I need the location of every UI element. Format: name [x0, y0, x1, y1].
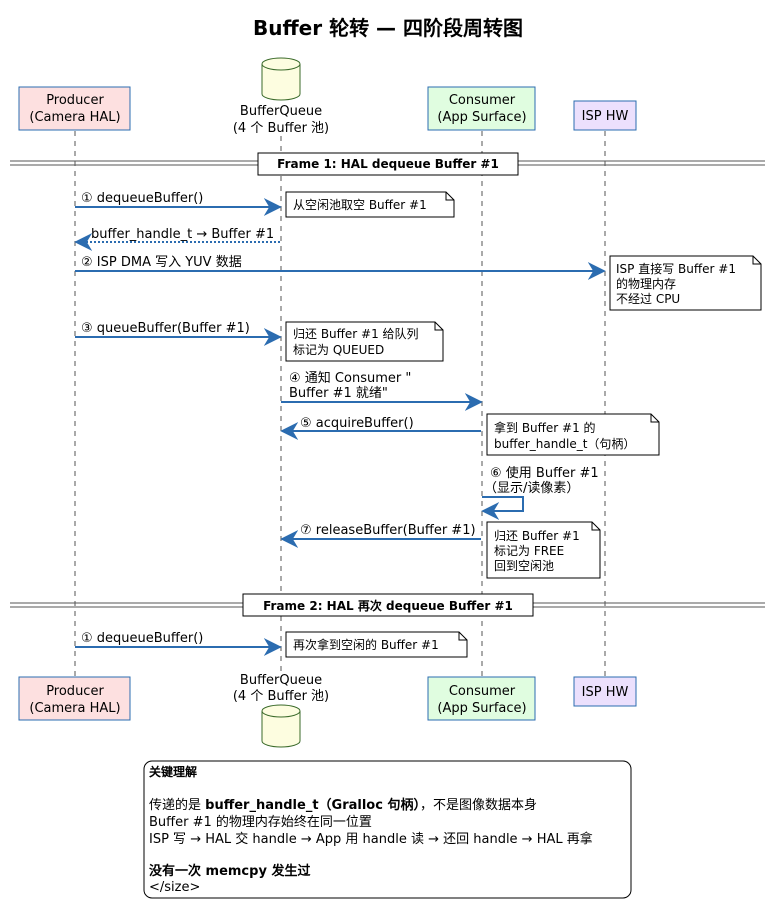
- participant-subtitle: (App Surface): [437, 110, 526, 125]
- message-use-buffer: ⑥ 使用 Buffer #1 （显示/读像素）: [481, 465, 599, 520]
- message-label: ② ISP DMA 写入 YUV 数据: [81, 255, 242, 270]
- participant-name: BufferQueue: [240, 673, 322, 688]
- message-label: ④ 通知 Consumer ": [289, 370, 411, 386]
- message-queue-buffer: ③ queueBuffer(Buffer #1): [75, 321, 282, 346]
- participant-consumer-bottom: Consumer (App Surface): [427, 676, 536, 721]
- summary-line-1-prefix: 传递的是: [149, 797, 205, 813]
- frame-divider-2: Frame 2: HAL 再次 dequeue Buffer #1: [10, 593, 765, 617]
- participant-isp-bottom: ISP HW: [573, 676, 637, 707]
- participant-producer-bottom: Producer (Camera HAL): [18, 676, 131, 721]
- note-text: 再次拿到空闲的 Buffer #1: [293, 637, 439, 652]
- summary-line-3: ISP 写 → HAL 交 handle → App 用 handle 读 → …: [149, 831, 593, 847]
- participant-isp-top: ISP HW: [573, 100, 637, 131]
- message-return-handle: buffer_handle_t → Buffer #1: [74, 227, 280, 251]
- participant-box: [573, 100, 637, 131]
- message-label: ① dequeueBuffer(): [81, 631, 203, 646]
- frame-label: Frame 1: HAL dequeue Buffer #1: [277, 157, 499, 171]
- participant-subtitle: (Camera HAL): [29, 110, 120, 125]
- message-label: ⑤ acquireBuffer(): [300, 416, 414, 431]
- message-label: Buffer #1 就绪": [289, 386, 388, 401]
- note-text: 归还 Buffer #1: [494, 529, 580, 543]
- message-label: （显示/读像素）: [484, 481, 579, 496]
- participant-name: Consumer: [449, 684, 516, 699]
- frame-divider-1: Frame 1: HAL dequeue Buffer #1: [10, 152, 765, 176]
- summary-line-4: 没有一次 memcpy 发生过: [149, 863, 310, 879]
- note-released: 归还 Buffer #1 标记为 FREE 回到空闲池: [486, 521, 601, 579]
- participant-queue-bottom: BufferQueue (4 个 Buffer 池): [233, 673, 329, 748]
- participant-name: BufferQueue: [240, 104, 322, 119]
- participant-name: Producer: [46, 684, 104, 699]
- note-text: 不经过 CPU: [616, 292, 680, 306]
- participant-producer-top: Producer (Camera HAL): [18, 86, 131, 131]
- participant-name: Consumer: [449, 93, 516, 108]
- database-icon: [261, 57, 301, 101]
- diagram-title: Buffer 轮转 — 四阶段周转图: [253, 16, 523, 40]
- participant-box: [18, 86, 131, 131]
- participant-subtitle: (Camera HAL): [29, 701, 120, 716]
- message-dequeue-buffer: ① dequeueBuffer(): [75, 191, 282, 216]
- note-text: 标记为 QUEUED: [293, 343, 384, 357]
- note-isp-write: ISP 直接写 Buffer #1 的物理内存 不经过 CPU: [609, 255, 762, 311]
- note-text: 归还 Buffer #1 给队列: [293, 326, 419, 341]
- message-label: ⑦ releaseBuffer(Buffer #1): [300, 523, 476, 538]
- note-text: 拿到 Buffer #1 的: [494, 420, 596, 435]
- participant-name: ISP HW: [582, 685, 629, 700]
- participant-box: [573, 676, 637, 707]
- participant-name: ISP HW: [582, 109, 629, 124]
- frame-label-box: [257, 152, 519, 176]
- note-text: 的物理内存: [616, 276, 676, 291]
- message-release-buffer: ⑦ releaseBuffer(Buffer #1): [280, 523, 481, 548]
- participant-subtitle: (4 个 Buffer 池): [233, 121, 329, 136]
- summary-line-2: Buffer #1 的物理内存始终在同一位置: [149, 814, 372, 830]
- message-label: ⑥ 使用 Buffer #1: [490, 465, 599, 481]
- participant-subtitle: (4 个 Buffer 池): [233, 689, 329, 704]
- message-isp-dma: ② ISP DMA 写入 YUV 数据: [75, 255, 606, 280]
- participant-consumer-top: Consumer (App Surface): [427, 86, 536, 131]
- participant-name: Producer: [46, 93, 104, 108]
- summary-line-1: 传递的是 buffer_handle_t（Gralloc 句柄），不是图像数据本…: [149, 797, 537, 813]
- database-icon: [261, 704, 301, 748]
- note-queued: 归还 Buffer #1 给队列 标记为 QUEUED: [285, 321, 444, 362]
- message-label: buffer_handle_t → Buffer #1: [91, 227, 274, 242]
- frame-label-box: [242, 593, 534, 617]
- note-text: ISP 直接写 Buffer #1: [616, 261, 736, 276]
- summary-note: 关键理解 传递的是 buffer_handle_t（Gralloc 句柄），不是…: [143, 760, 632, 899]
- message-label: ③ queueBuffer(Buffer #1): [81, 321, 250, 336]
- summary-box: [143, 760, 632, 899]
- note-text: buffer_handle_t（句柄）: [494, 437, 635, 451]
- message-label: ① dequeueBuffer(): [81, 191, 203, 206]
- message-dequeue-buffer-again: ① dequeueBuffer(): [75, 631, 282, 656]
- note-acquired: 拿到 Buffer #1 的 buffer_handle_t（句柄）: [486, 413, 660, 456]
- note-dequeue: 从空闲池取空 Buffer #1: [285, 191, 455, 218]
- participant-queue-top: BufferQueue (4 个 Buffer 池): [233, 57, 329, 136]
- participant-box: [427, 86, 536, 131]
- message-acquire-buffer: ⑤ acquireBuffer(): [280, 416, 481, 440]
- message-notify-consumer: ④ 通知 Consumer " Buffer #1 就绪": [281, 370, 483, 411]
- summary-line-1-bold: buffer_handle_t（Gralloc 句柄）: [205, 797, 420, 813]
- summary-line-1-suffix: ，不是图像数据本身: [420, 797, 537, 813]
- frame-label: Frame 2: HAL 再次 dequeue Buffer #1: [263, 598, 513, 613]
- note-dequeue-again: 再次拿到空闲的 Buffer #1: [285, 631, 468, 658]
- participant-box: [427, 676, 536, 721]
- participant-subtitle: (App Surface): [437, 701, 526, 716]
- summary-line-5: </size>: [149, 880, 200, 895]
- note-text: 回到空闲池: [494, 559, 554, 573]
- note-text: 标记为 FREE: [494, 544, 564, 558]
- note-text: 从空闲池取空 Buffer #1: [293, 198, 427, 212]
- participant-box: [18, 676, 131, 721]
- summary-heading: 关键理解: [149, 764, 197, 779]
- message-arrow: [481, 496, 524, 520]
